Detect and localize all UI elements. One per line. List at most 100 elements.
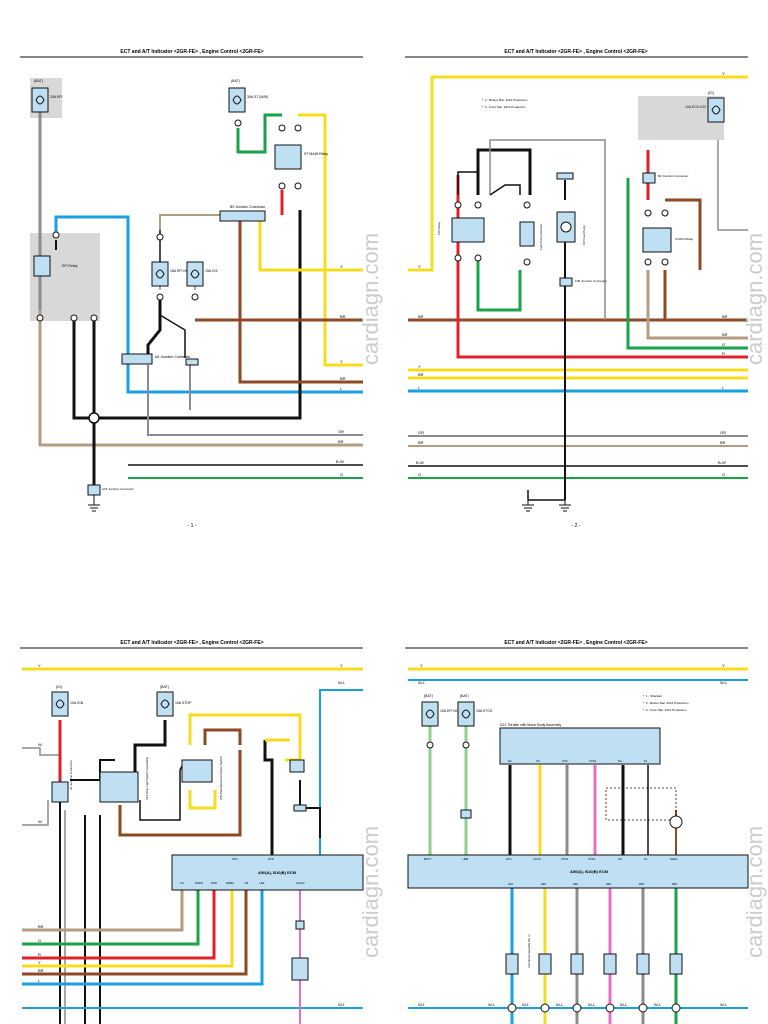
svg-text:Y: Y [722, 71, 725, 76]
svg-text:C/OPN Relay: C/OPN Relay [675, 237, 694, 241]
svg-text:W-L: W-L [588, 1002, 596, 1007]
svg-text:W-L: W-L [488, 1002, 496, 1007]
svg-text:STP: STP [268, 857, 274, 861]
svg-text:G: G [418, 472, 421, 477]
svg-text:BR: BR [418, 440, 424, 445]
efi1-fuse: (BAT) 10A EFI NO. 1 [421, 694, 463, 749]
svg-text:Y: Y [340, 359, 343, 364]
svg-text:15A ETCS: 15A ETCS [476, 709, 493, 713]
svg-text:SGFP: SGFP [195, 881, 203, 885]
svg-text:(BAT): (BAT) [231, 79, 240, 83]
svg-text:Y: Y [38, 960, 41, 965]
svg-text:W-L: W-L [720, 1002, 728, 1007]
svg-text:Y: Y [418, 264, 421, 269]
svg-text:M+: M+ [618, 857, 622, 861]
svg-text:cardiagn.com: cardiagn.com [358, 233, 383, 365]
svg-text:GE01: GE01 [670, 857, 678, 861]
svg-text:G: G [722, 472, 725, 477]
page-number-1: - 1 - [188, 523, 197, 529]
etcs-fuse: (BAT) 15A ETCS [457, 694, 493, 819]
svg-text:B-W: B-W [718, 460, 726, 465]
efi-relay-shade [30, 233, 100, 321]
svg-text:EFI Relay: EFI Relay [62, 264, 78, 268]
svg-text:R: R [38, 952, 41, 957]
svg-text:*: 4 - From Mar. 2012 Producti: *: 4 - From Mar. 2012 Production [482, 105, 526, 109]
svg-text:W-L: W-L [338, 1002, 346, 1007]
page-header-2: ECT and A/T Indicator <2GR-FE> , Engine … [504, 49, 647, 55]
svg-text:VTA: VTA [562, 759, 568, 763]
svg-text:BR: BR [722, 332, 728, 337]
page-header-4: ECT and A/T Indicator <2GR-FE> , Engine … [504, 640, 647, 646]
watermark: cardiagn.com cardiagn.com cardiagn.com c… [358, 233, 767, 958]
ign-fuse: (IG) 10A IGN [51, 685, 84, 717]
ecm-block: A50(A), B10(B) ECM FC SGFP SPD MREL +B +… [171, 854, 364, 891]
svg-text:VCTA: VCTA [533, 857, 541, 861]
svg-text:W-L: W-L [556, 1002, 564, 1007]
panel-2: ECT and A/T Indicator <2GR-FE> , Engine … [405, 49, 748, 529]
svg-text:+B2: +B2 [259, 881, 265, 885]
svg-text:L: L [722, 385, 725, 390]
svg-text:W-L: W-L [418, 1002, 426, 1007]
svg-text:W: W [38, 819, 42, 824]
svg-text:#30: #30 [573, 882, 578, 886]
svg-text:*: 3 - Before Mar. 2012 Produc: *: 3 - Before Mar. 2012 Production [482, 98, 528, 102]
svg-text:W-L: W-L [620, 1002, 628, 1007]
svg-text:10A ECU IG2: 10A ECU IG2 [685, 105, 706, 109]
svg-text:#50: #50 [639, 882, 644, 886]
ground-icon [522, 500, 571, 512]
svg-text:J2 Junction Connector: J2 Junction Connector [69, 760, 73, 790]
junction-connector-f36: F36 Junction Connector [559, 277, 607, 287]
stop-light-switch: A12 Stop Light Switch Assembly [99, 756, 149, 803]
svg-text:(IG): (IG) [708, 91, 714, 95]
fuel-injectors: Fuel Injector Assembly (No. 1) [505, 934, 683, 1013]
svg-text:cardiagn.com: cardiagn.com [358, 826, 383, 958]
junction-connector-a6: A6 Junction Connector [121, 353, 199, 366]
relay-box [289, 759, 305, 773]
panel-1: ECT and A/T Indicator <2GR-FE> , Engine … [20, 49, 363, 529]
ground-icon: A15 Junction Connector [87, 484, 134, 512]
svg-text:#10: #10 [508, 882, 513, 886]
svg-text:B-W: B-W [336, 459, 344, 464]
svg-text:B9 Junction Connector: B9 Junction Connector [230, 205, 266, 209]
fp-relay: F/P Relay [437, 201, 485, 262]
svg-text:W-L: W-L [418, 680, 426, 685]
svg-text:E2: E2 [508, 759, 512, 763]
svg-text:W-L: W-L [338, 680, 346, 685]
svg-text:G: G [38, 938, 41, 943]
ig2-fuse: 15A IG2 [186, 261, 218, 301]
svg-text:BR: BR [340, 376, 346, 381]
svg-text:F/P Fuel Pump: F/P Fuel Pump [582, 225, 586, 245]
svg-text:Fuel Injector Assembly (No. 1): Fuel Injector Assembly (No. 1) [528, 934, 531, 968]
park-neutral-switch: P/N Park/Neutral Position Switch [181, 756, 223, 800]
svg-text:ETA: ETA [506, 857, 512, 861]
svg-text:BR: BR [338, 439, 344, 444]
fuel-pump: F/P Fuel Pump [556, 172, 586, 245]
svg-text:W-L: W-L [522, 1002, 530, 1007]
svg-text:15A IG2: 15A IG2 [205, 269, 218, 273]
svg-text:SPD: SPD [211, 881, 218, 885]
svg-text:G: G [340, 472, 343, 477]
svg-text:20A EFI: 20A EFI [50, 95, 62, 99]
svg-text:+B: +B [244, 881, 248, 885]
svg-text:#60: #60 [672, 882, 677, 886]
svg-text:F36 Junction Connector: F36 Junction Connector [575, 279, 607, 283]
svg-text:Fuel Pump Resistor: Fuel Pump Resistor [539, 224, 543, 250]
ecu-ig2-fuse: (IG) 10A ECU IG2 [685, 91, 725, 123]
svg-text:FC: FC [180, 881, 185, 885]
junction-connector-b9: B9 Junction Connector [219, 205, 266, 222]
svg-text:cardiagn.com: cardiagn.com [742, 233, 767, 365]
svg-text:B-W: B-W [416, 460, 424, 465]
st-main-relay: ST MAIN Relay [274, 124, 328, 190]
page-number-2: - 2 - [572, 523, 581, 529]
svg-text:G: G [722, 342, 725, 347]
svg-text:ACCR: ACCR [296, 881, 305, 885]
junction-connector-b2: B2 Junction Connector [642, 172, 688, 184]
svg-text:W-L: W-L [654, 1002, 662, 1007]
svg-text:*: 1 - Shielded: *: 1 - Shielded [643, 694, 662, 698]
st-fuse: (BAT) 30A ST (M/B) [228, 79, 268, 127]
svg-text:*: 4 - From Mar. 2012 Producti: *: 4 - From Mar. 2012 Production [643, 708, 687, 712]
svg-text:GR: GR [720, 430, 726, 435]
svg-text:A6 Junction Connector: A6 Junction Connector [155, 355, 191, 359]
svg-text:(IG): (IG) [56, 685, 62, 689]
svg-text:R: R [722, 351, 725, 356]
